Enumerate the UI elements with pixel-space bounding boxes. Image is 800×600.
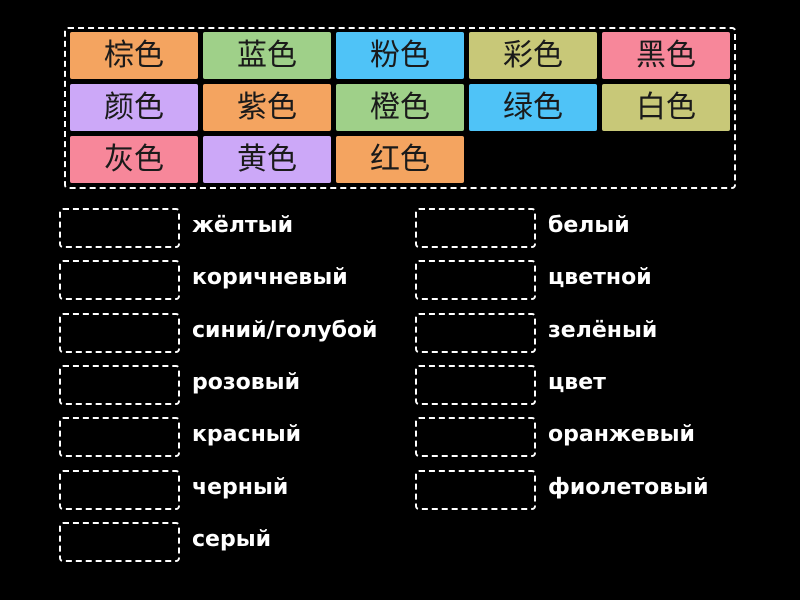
answer-tile[interactable]: 粉色: [336, 32, 464, 79]
drop-slot[interactable]: [59, 470, 180, 510]
drop-slot[interactable]: [415, 260, 536, 300]
drop-slot[interactable]: [59, 260, 180, 300]
target-label: черный: [192, 475, 289, 500]
answer-tile[interactable]: 颜色: [70, 84, 198, 131]
drop-slot[interactable]: [59, 522, 180, 562]
answer-tile[interactable]: 黑色: [602, 32, 730, 79]
drop-slot[interactable]: [415, 208, 536, 248]
target-label: белый: [548, 213, 630, 238]
target-label: синий/голубой: [192, 318, 378, 343]
drop-slot[interactable]: [59, 365, 180, 405]
target-label: фиолетовый: [548, 475, 709, 500]
target-label: розовый: [192, 370, 300, 395]
drop-slot[interactable]: [59, 313, 180, 353]
drop-slot[interactable]: [415, 470, 536, 510]
answer-tile[interactable]: 黄色: [203, 136, 331, 183]
answer-tile[interactable]: 橙色: [336, 84, 464, 131]
drop-slot[interactable]: [415, 313, 536, 353]
answer-tile[interactable]: 棕色: [70, 32, 198, 79]
answer-tile[interactable]: 灰色: [70, 136, 198, 183]
drop-slot[interactable]: [59, 417, 180, 457]
target-label: цвет: [548, 370, 606, 395]
target-label: оранжевый: [548, 422, 695, 447]
tile-pool: 棕色蓝色粉色彩色黑色颜色紫色橙色绿色白色灰色黄色红色: [64, 27, 736, 189]
answer-tile[interactable]: 绿色: [469, 84, 597, 131]
drop-slot[interactable]: [415, 417, 536, 457]
answer-tile[interactable]: 红色: [336, 136, 464, 183]
answer-tile[interactable]: 蓝色: [203, 32, 331, 79]
answer-tile[interactable]: 彩色: [469, 32, 597, 79]
drop-slot[interactable]: [415, 365, 536, 405]
target-label: красный: [192, 422, 302, 447]
answer-tile[interactable]: 紫色: [203, 84, 331, 131]
target-label: цветной: [548, 265, 652, 290]
target-label: коричневый: [192, 265, 348, 290]
target-label: зелёный: [548, 318, 658, 343]
drop-slot[interactable]: [59, 208, 180, 248]
answer-tile[interactable]: 白色: [602, 84, 730, 131]
target-label: жёлтый: [192, 213, 293, 238]
target-label: серый: [192, 527, 272, 552]
